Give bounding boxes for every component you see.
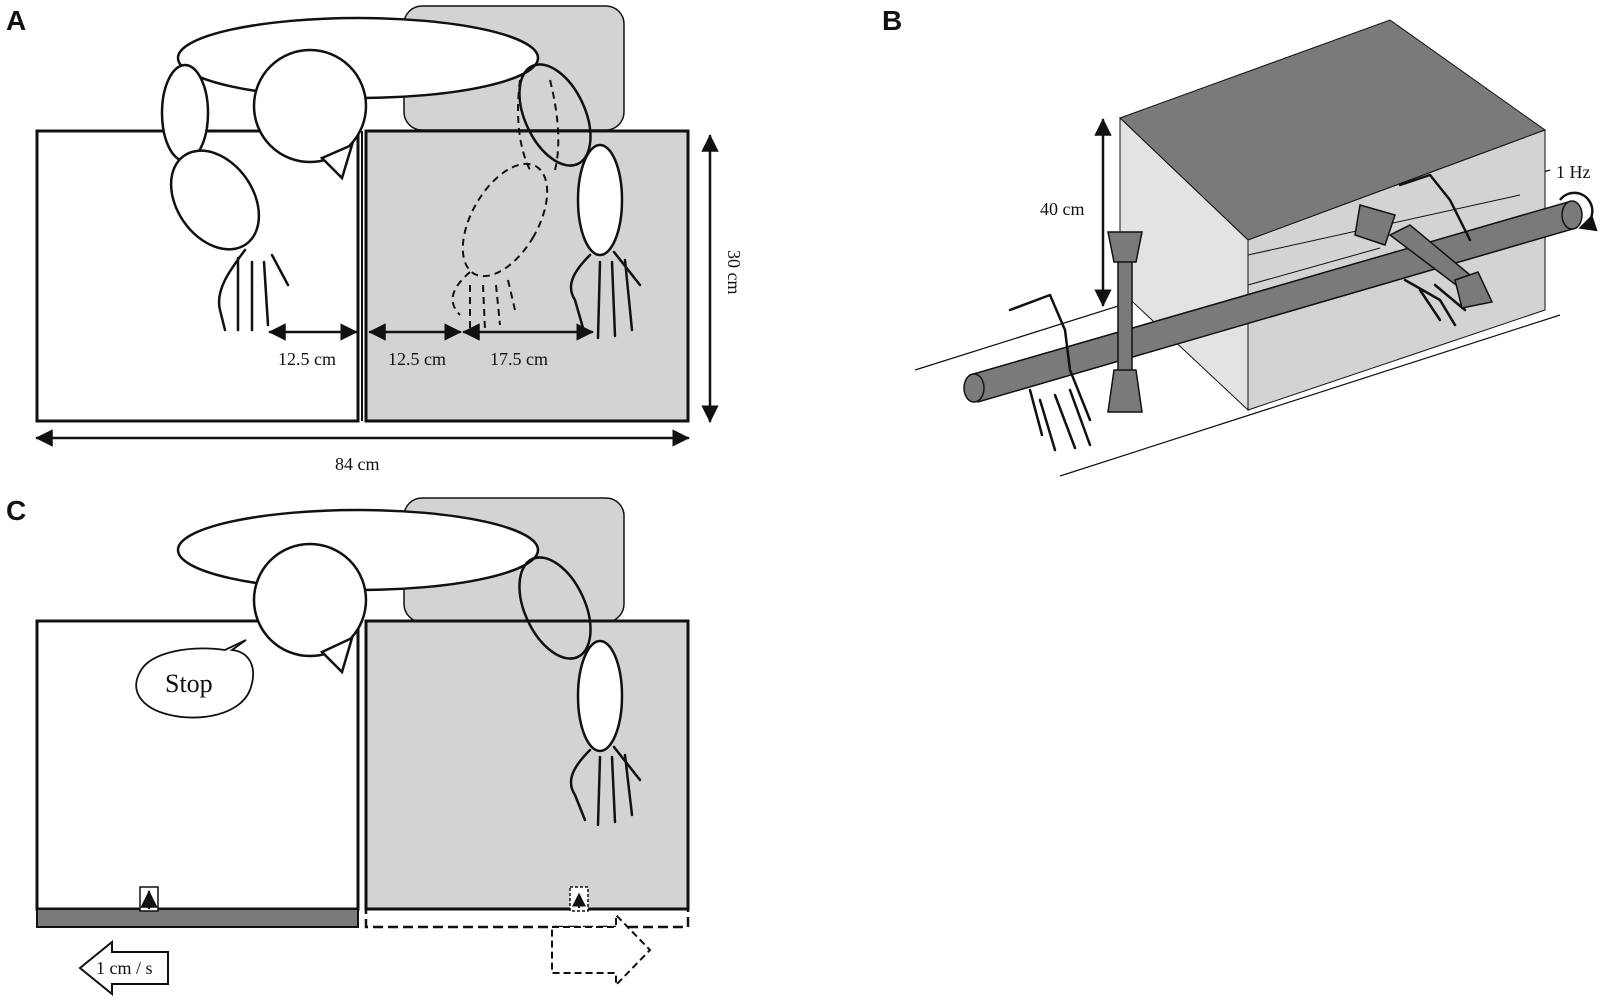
right-sliding-bar: [364, 907, 690, 929]
head-circle-c: [252, 542, 368, 658]
dim-right-reach-label: 17.5 cm: [490, 349, 548, 369]
left-hand: [217, 248, 290, 332]
head-circle: [252, 48, 368, 164]
hidden-hand: [1398, 173, 1472, 327]
left-brush: [1107, 231, 1143, 413]
speed-label: 1 cm / s: [96, 958, 153, 978]
table-edge-line-2: [1059, 314, 1561, 477]
right-box-area: [364, 129, 690, 423]
right-brush: [1354, 204, 1494, 309]
dim-box-height-label: 40 cm: [1040, 199, 1085, 219]
dashed-forearm: [461, 162, 549, 278]
panel-c-letter: C: [6, 495, 26, 526]
left-sliding-bar: [36, 908, 359, 928]
panel-b-letter: B: [882, 5, 902, 36]
speech-text: Stop: [165, 669, 213, 698]
panel-a: A 12.5 cm 12.5 cm 17.5 cm 30 cm 84 cm: [6, 5, 744, 474]
visible-hand: [1008, 293, 1092, 452]
left-upper-arm: [160, 63, 210, 163]
dim-width-label: 84 cm: [335, 454, 380, 474]
left-forearm: [169, 149, 261, 251]
dashed-hand: [451, 271, 516, 331]
right-movement-arrow: [551, 912, 652, 988]
panel-b: B 40 cm 1 Hz: [882, 5, 1598, 477]
nose-pointer-c: [319, 635, 354, 675]
panel-a-letter: A: [6, 5, 26, 36]
right-forearm-c: [576, 639, 624, 753]
rod-end-cap-right: [1561, 200, 1583, 230]
dim-right-gap-label: 12.5 cm: [388, 349, 446, 369]
right-upper-arm-c: [518, 556, 592, 660]
frequency-label: 1 Hz: [1556, 162, 1591, 182]
right-upper-arm: [518, 63, 592, 167]
right-box-area-c: [364, 619, 690, 911]
box-slot-line-2: [1247, 247, 1381, 286]
rotation-arrow-icon: [1559, 191, 1598, 232]
right-hand-c: [569, 745, 642, 827]
dim-height-label: 30 cm: [724, 250, 744, 295]
speech-bubble: [135, 639, 254, 719]
right-forearm: [576, 143, 624, 257]
left-movement-arrow: [78, 939, 169, 997]
right-hand: [569, 250, 642, 340]
panel-c: C Stop 1 cm / s: [6, 495, 690, 997]
dim-left-gap-label: 12.5 cm: [278, 349, 336, 369]
rod-end-cap: [963, 373, 985, 403]
nose-pointer: [319, 142, 354, 181]
